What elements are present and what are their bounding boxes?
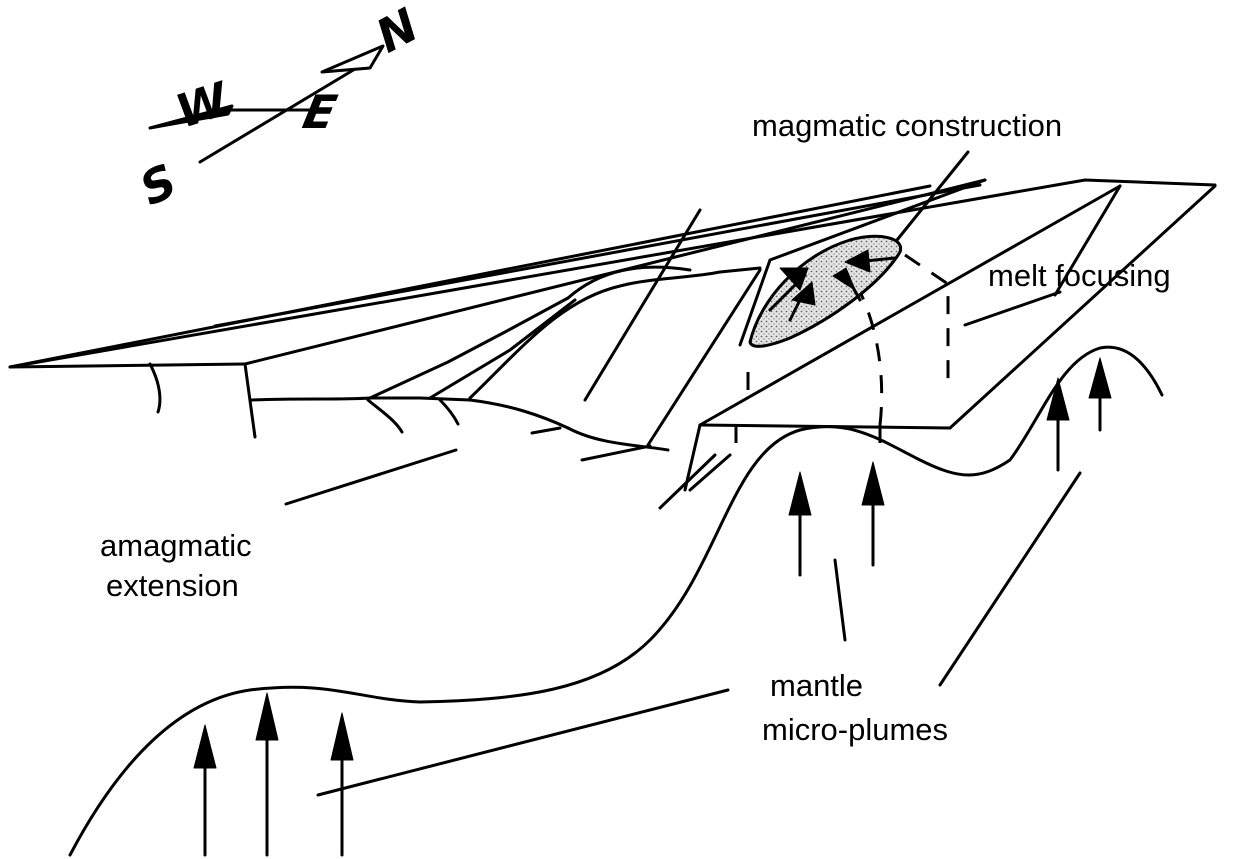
up-arrow-icon (861, 461, 885, 506)
micro-plumes-pointer-right (938, 471, 1082, 687)
valley-crest-to-spine (583, 208, 702, 402)
valley-front-hatch-1 (530, 426, 562, 435)
up-arrow-icon (788, 471, 812, 516)
compass-east-letter: E (298, 85, 341, 138)
label-amagmatic-line2: extension (106, 568, 239, 603)
melt-path-right-boundary (904, 253, 950, 380)
melt-focusing-pointer (963, 290, 1062, 327)
plume-arrow (193, 724, 217, 857)
near-block-top-left (698, 184, 1122, 427)
magmatic-construction-zone (748, 234, 903, 348)
magma-arrow-head-4-icon (844, 249, 871, 273)
valley-floor-right (566, 426, 670, 452)
micro-plume-arrows (193, 357, 1112, 857)
up-arrow-icon (255, 692, 279, 741)
valley-front-hatch-2 (580, 444, 652, 462)
magmatic-construction-pointer (891, 150, 970, 247)
rift-block-outline (8, 150, 1217, 857)
plume-arrow (330, 712, 354, 857)
inner-wall-line (738, 178, 987, 347)
compass-rose: N W E S (132, 0, 427, 216)
near-block-back-edge (1053, 184, 1122, 297)
up-arrow-icon (1046, 377, 1070, 421)
near-block-left-hatch-2 (688, 453, 732, 492)
plume-arrow (788, 471, 812, 577)
magma-arrow-head-1-icon (779, 267, 809, 291)
up-arrow-icon (1088, 357, 1112, 399)
compass-south-letter: S (132, 153, 185, 216)
valley-step-1 (368, 296, 570, 400)
valley-ridge-crest (468, 266, 762, 400)
near-block-left-face (683, 423, 702, 492)
valley-floor-left (250, 396, 472, 402)
compass-west-arrow-icon (148, 104, 234, 130)
plateau-inner-line-1 (148, 362, 162, 414)
label-melt-focusing: melt focusing (988, 258, 1171, 293)
plume-arrow (1046, 377, 1070, 472)
micro-plumes-pointer-left (316, 688, 730, 797)
valley-spine-line (646, 268, 762, 447)
magma-lens (748, 234, 903, 348)
plume-arrow (861, 461, 885, 567)
up-arrow-icon (193, 724, 217, 769)
compass-north-arrow-icon (320, 44, 385, 74)
valley-rise (566, 265, 692, 300)
label-amagmatic-line1: amagmatic (100, 528, 252, 563)
plateau-front-edge (8, 362, 247, 369)
plume-arrow (255, 692, 279, 857)
valley-small-scarp-1 (366, 398, 404, 434)
plume-arrow (1088, 357, 1112, 432)
valley-step-2 (428, 298, 577, 400)
melt-path-left-vertical (734, 372, 750, 455)
mantle-surface-curve (68, 345, 1164, 857)
fault-scarp-second (213, 183, 982, 328)
label-magmatic-construction: magmatic construction (752, 108, 1063, 143)
plateau-back-edge (8, 178, 1217, 369)
compass-west-letter: W (169, 71, 236, 139)
amagmatic-extension-pointer (284, 448, 458, 506)
plateau-top-edge (8, 184, 932, 369)
valley-small-scarp-2 (438, 398, 460, 426)
magma-arrow-head-2-icon (791, 281, 816, 306)
valley-floor-mid (468, 398, 570, 430)
up-arrow-icon (330, 712, 354, 761)
magma-arrow-head-3-icon (832, 267, 856, 291)
near-block-left-hatch-1 (658, 453, 717, 510)
plateau-inner-line-2 (243, 362, 257, 439)
micro-plumes-pointer-center (833, 558, 847, 642)
label-mantle-line2: micro-plumes (762, 712, 949, 747)
label-mantle-line1: mantle (770, 668, 864, 703)
near-block-top-right (948, 184, 1217, 430)
